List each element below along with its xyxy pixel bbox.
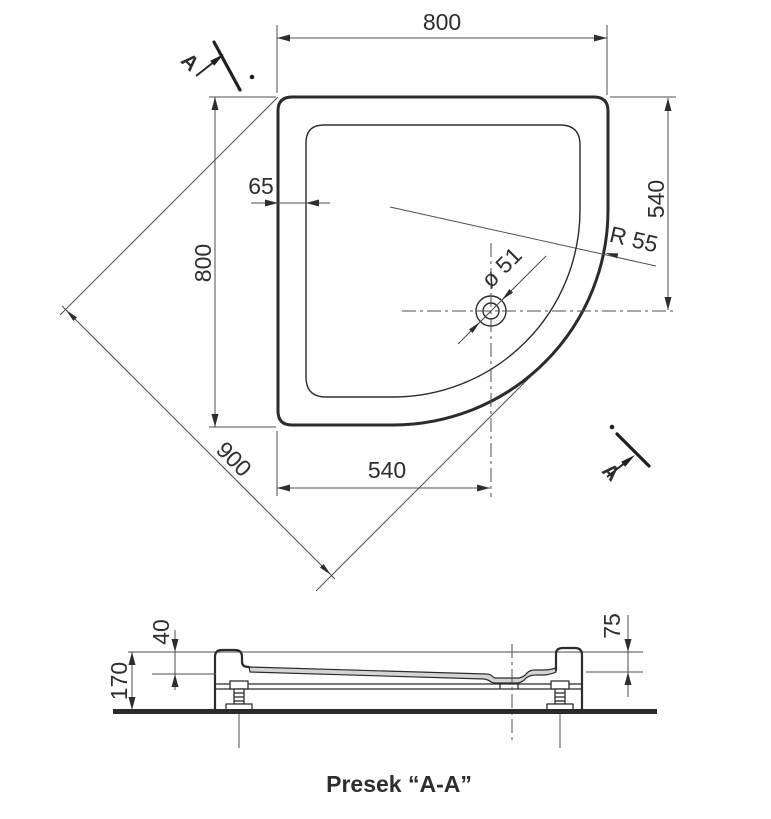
adjustable-foot-left [225, 680, 253, 748]
dim-center-from-left-label: 540 [368, 457, 406, 483]
adjustable-foot-right [546, 680, 574, 748]
tray-inner-outline [305, 124, 581, 398]
arrowhead [594, 34, 607, 42]
section-arrow-shaft [606, 462, 625, 478]
dim-frame-depth-label: 75 [599, 613, 625, 639]
section-mark-label-top: A [176, 49, 203, 76]
section-cut-line [615, 432, 651, 468]
section-mark-bottom: A [597, 424, 651, 486]
arrowhead [664, 297, 672, 310]
arrowhead [502, 289, 513, 300]
dim-rim-width: 65 [248, 173, 330, 207]
dim-diagonal-label: 900 [211, 436, 257, 482]
arrowhead [128, 652, 136, 665]
dim-height-left: 800 [190, 96, 276, 428]
section-mark-label-bottom: A [597, 459, 624, 486]
floor-line [113, 709, 657, 714]
dim-width-top-label: 800 [423, 9, 461, 35]
dim-center-from-top-label: 540 [643, 180, 669, 218]
section-caption: Presek “A-A” [326, 771, 472, 797]
diagonal-witness-line-arc [315, 361, 546, 592]
dim-center-from-left: 540 [276, 431, 490, 496]
arrowhead [171, 639, 179, 652]
arrowhead [477, 484, 490, 492]
dim-corner-radius-label: R 55 [607, 221, 660, 257]
dim-rim-depth-label: 40 [148, 619, 174, 645]
section-mark-top: A [176, 40, 255, 92]
diagonal-dimension-line [61, 305, 336, 580]
section-mark-dot [609, 424, 615, 430]
dim-center-from-top: 540 [610, 96, 676, 310]
arrowhead [277, 484, 290, 492]
dim-drain-diameter: ø 51 [457, 242, 547, 345]
arrowhead [664, 98, 672, 111]
arrowhead [624, 639, 632, 652]
drain [402, 243, 676, 497]
arrowhead [306, 199, 319, 207]
foot-nut [550, 680, 570, 690]
arrowhead [211, 414, 219, 427]
arrowhead [605, 253, 619, 259]
arrowhead [171, 674, 179, 687]
arrowhead [320, 564, 331, 575]
arrowhead [277, 34, 290, 42]
diagonal-witness-line-corner [59, 96, 279, 316]
section-arrowhead [210, 54, 224, 66]
foot-nut [229, 680, 249, 690]
section-arrowhead [621, 455, 635, 467]
section-mark-dot [249, 74, 255, 80]
left-rim-profile [213, 648, 251, 712]
dim-frame-depth: 75 [586, 613, 643, 697]
right-rim-profile [554, 646, 584, 712]
dim-rim-width-label: 65 [248, 173, 274, 199]
arrowhead [128, 697, 136, 710]
dim-total-height: 170 [106, 652, 136, 710]
plan-view: 800 800 540 540 [59, 9, 676, 592]
tray-outer-outline [276, 95, 610, 427]
arrowhead [66, 310, 77, 321]
section-view: 170 40 75 Presek “A-A” [106, 613, 657, 797]
dim-height-left-label: 800 [190, 244, 216, 282]
basin-floor-section [248, 666, 557, 684]
arrowhead [265, 199, 278, 207]
section-cut-line [212, 40, 242, 92]
leader-line [389, 206, 657, 267]
dim-width-top: 800 [276, 9, 608, 95]
dim-total-height-label: 170 [106, 662, 132, 700]
dim-rim-depth: 40 [148, 619, 216, 690]
dim-corner-radius: R 55 [389, 206, 660, 267]
arrowhead [624, 672, 632, 685]
arrowhead [469, 322, 480, 333]
dim-drain-diameter-label: ø 51 [476, 242, 527, 293]
section-arrow-shaft [195, 61, 214, 77]
arrowhead [211, 97, 219, 110]
